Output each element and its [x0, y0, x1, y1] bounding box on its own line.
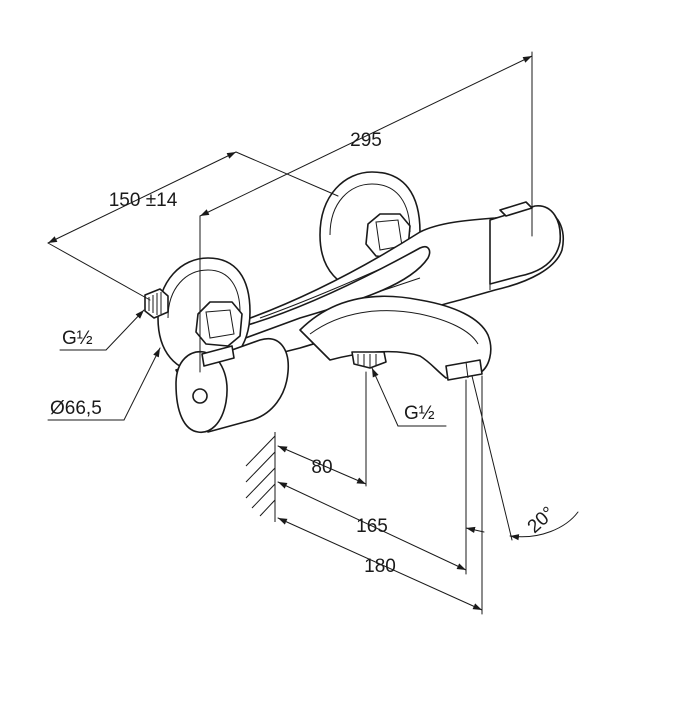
- label-center-distance: 150 ±14: [109, 190, 178, 211]
- label-thread-left: G½: [62, 328, 93, 349]
- left-inlet-thread: [144, 288, 169, 319]
- label-spout-angle: 20°: [524, 503, 559, 538]
- dimension-outlet-offset: [277, 371, 367, 487]
- label-spout-length-1: 165: [356, 516, 388, 537]
- leader-thread-left: [59, 309, 145, 351]
- dimension-spout-angle: [465, 375, 579, 541]
- leader-thread-bottom: [371, 367, 447, 427]
- label-spout-length-2: 180: [364, 556, 396, 577]
- right-handle: [489, 201, 561, 285]
- label-thread-bottom: G½: [404, 403, 435, 424]
- bottom-outlet-thread: [351, 351, 387, 369]
- dimension-spout-length-1: [277, 379, 467, 575]
- spout: [299, 295, 492, 381]
- label-overall-length: 295: [350, 130, 382, 151]
- left-handle-cylinder: [175, 337, 289, 433]
- leader-escutcheon-diameter: [47, 347, 161, 421]
- label-escutcheon-diameter: Ø66,5: [50, 398, 102, 419]
- label-outlet-offset: 80: [311, 457, 332, 478]
- dimension-spout-length-2: [277, 375, 483, 615]
- left-nut: [195, 301, 243, 347]
- wall-hatch: [245, 432, 276, 522]
- dimension-center-distance: [47, 151, 339, 301]
